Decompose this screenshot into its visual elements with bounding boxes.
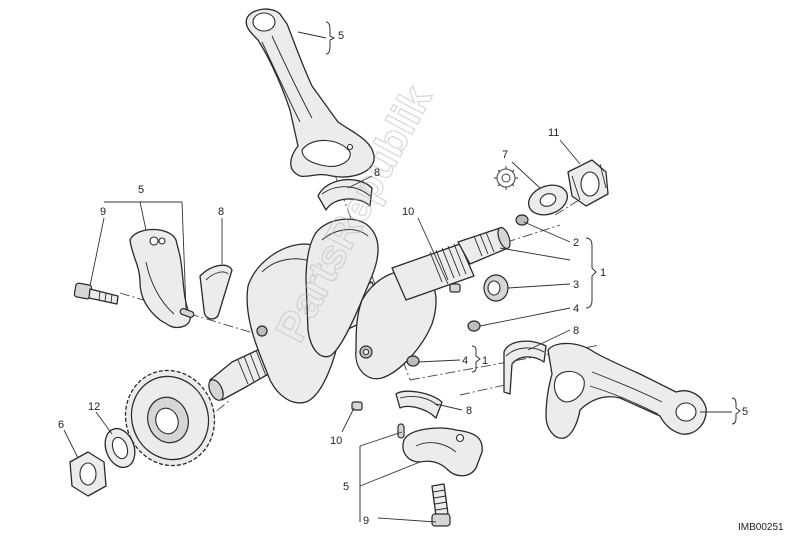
bearing-shell-left <box>199 264 233 320</box>
callout-9-bottom: 9 <box>363 515 369 527</box>
bearing-shell-bottom <box>395 390 443 419</box>
image-code: IMB00251 <box>738 522 784 533</box>
callout-7: 7 <box>502 149 508 161</box>
leader-lines <box>63 21 741 523</box>
roller-bearing <box>483 274 509 302</box>
connecting-rod-right <box>545 342 707 439</box>
callout-4-lower: 4 <box>462 355 468 367</box>
callout-12: 12 <box>88 401 100 413</box>
callout-5-top: 5 <box>338 30 344 42</box>
callout-11: 11 <box>548 127 559 139</box>
gear-nut <box>69 451 107 497</box>
callout-1-lower: 1 <box>482 355 488 367</box>
callout-3: 3 <box>573 279 579 291</box>
callout-9-left: 9 <box>100 206 106 218</box>
callout-10-bottom: 10 <box>330 435 342 447</box>
rod-cap-left <box>129 228 191 329</box>
callout-5-right: 5 <box>742 406 748 418</box>
callout-8-left: 8 <box>218 206 224 218</box>
dowel-pin-left <box>179 308 195 318</box>
bolt-bottom <box>431 483 451 527</box>
callout-1-upper: 1 <box>600 267 606 279</box>
callout-5-bottom: 5 <box>343 481 349 493</box>
callout-8-right: 8 <box>573 325 579 337</box>
callout-5-left: 5 <box>138 184 144 196</box>
crank-nut-top <box>567 159 609 207</box>
thrust-washer <box>527 184 569 216</box>
service-gear-icon <box>494 166 518 190</box>
callout-labels: 5 8 5 9 8 10 7 11 2 1 3 4 8 4 1 8 5 10 5… <box>58 30 748 527</box>
callout-10-top: 10 <box>402 206 414 218</box>
crank-plug-parts <box>351 214 529 411</box>
callout-8-bottom: 8 <box>466 405 472 417</box>
bearing-shell-right <box>503 340 547 395</box>
callout-4-upper: 4 <box>573 303 579 315</box>
gear-washer <box>104 427 136 469</box>
rod-cap-bottom <box>402 427 483 477</box>
dowel-pin-bottom <box>397 423 405 439</box>
callout-2: 2 <box>573 237 579 249</box>
bolt-left <box>73 282 119 305</box>
bearing-shell-top <box>317 178 373 211</box>
timing-gear <box>124 369 216 467</box>
callout-8-top: 8 <box>374 167 380 179</box>
connecting-rod-top <box>245 8 375 178</box>
callout-6: 6 <box>58 419 64 431</box>
crankshaft <box>208 218 511 404</box>
